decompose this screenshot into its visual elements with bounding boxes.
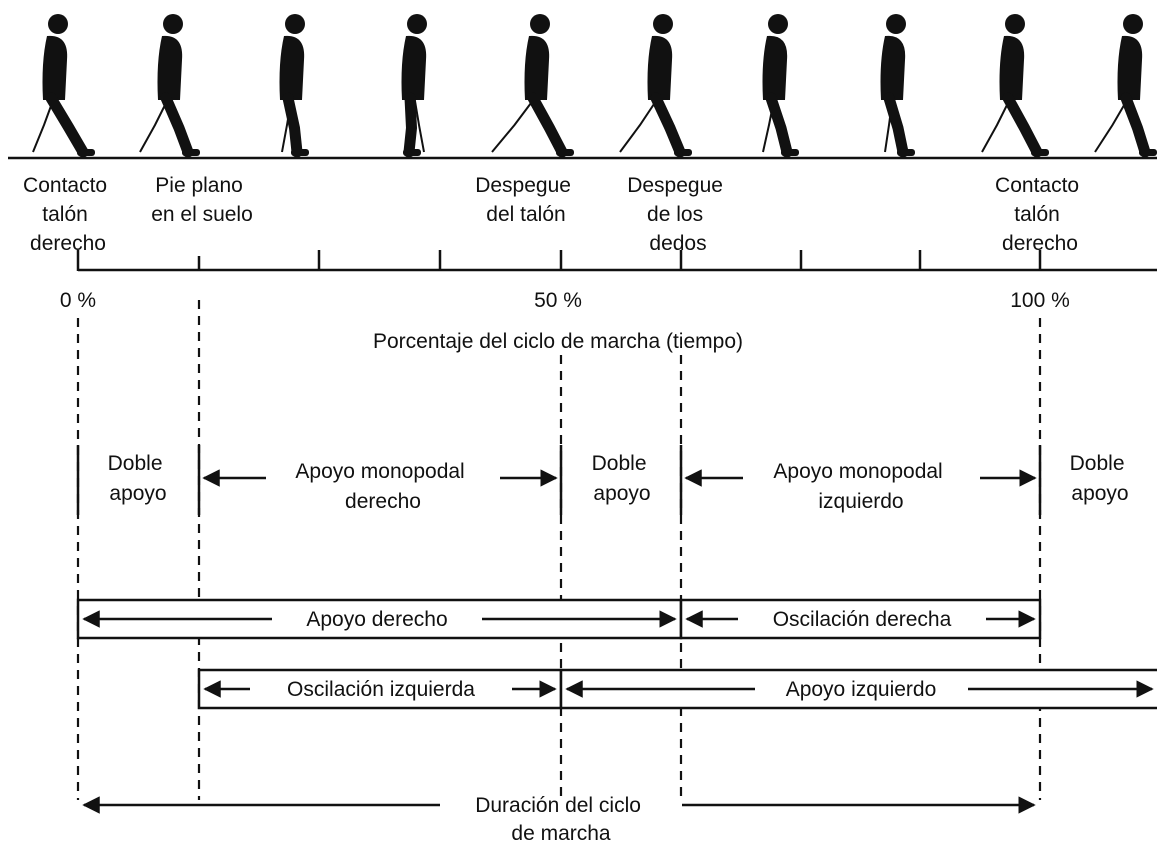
walking-figures [32, 14, 1157, 158]
phase-doble-apoyo-2: Doble apoyo [592, 452, 653, 505]
walking-figure [880, 14, 915, 158]
percent-label-0: 0 % [60, 289, 96, 312]
phase-apoyo-monopodal-derecho: Apoyo monopodal derecho [295, 460, 470, 513]
event-label-despegue-talon: Despegue del talón [475, 174, 577, 226]
walking-figure [762, 14, 799, 158]
bar-label-oscilacion-derecha: Oscilación derecha [773, 608, 952, 631]
event-label-despegue-dedos: Despegue de los dedos [627, 174, 729, 255]
walking-figure [401, 14, 427, 158]
cycle-duration-label: Duración del ciclo de marcha [475, 794, 647, 845]
walking-figure [1094, 14, 1157, 158]
walking-figure [981, 14, 1049, 158]
walking-figure [619, 14, 692, 158]
walking-figure [32, 14, 95, 158]
bar-oscilacion-izquierda [197, 668, 563, 710]
phase-doble-apoyo-3: Doble apoyo [1070, 452, 1131, 505]
event-label-contacto-talon-derecho: Contacto talón derecho [23, 174, 113, 255]
percent-axis [76, 250, 1157, 272]
bar-label-apoyo-derecho: Apoyo derecho [306, 608, 447, 631]
axis-title: Porcentaje del ciclo de marcha (tiempo) [373, 330, 743, 353]
event-label-contacto-talon-derecho-final: Contacto talón derecho [995, 174, 1085, 255]
walking-figure [279, 14, 309, 158]
walking-figure [139, 14, 200, 158]
bar-label-apoyo-izquierdo: Apoyo izquierdo [786, 678, 937, 701]
percent-label-100: 100 % [1010, 289, 1070, 312]
percent-label-50: 50 % [534, 289, 582, 312]
event-label-pie-plano: Pie plano en el suelo [151, 174, 253, 226]
walking-figure [491, 14, 574, 158]
bar-label-oscilacion-izquierda: Oscilación izquierda [287, 678, 475, 701]
phase-doble-apoyo-1: Doble apoyo [108, 452, 169, 505]
bar-oscilacion-derecha [679, 598, 1042, 640]
phase-apoyo-monopodal-izquierdo: Apoyo monopodal izquierdo [773, 460, 948, 513]
